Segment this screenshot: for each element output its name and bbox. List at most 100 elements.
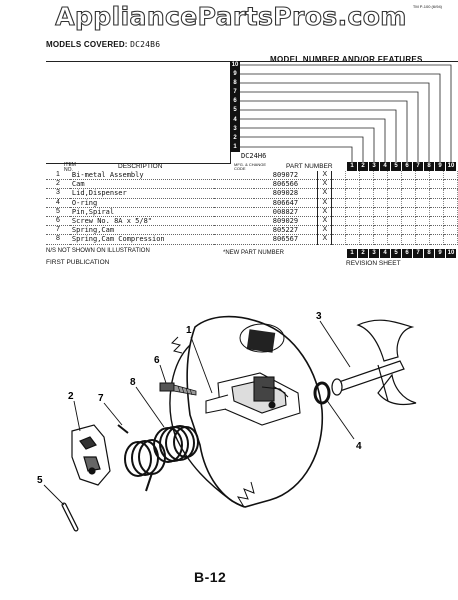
header-mfg-code: MFG. & CHANGE CODE — [234, 162, 267, 171]
table-row: 1 Bi-metal Assembly 809072 X — [46, 171, 458, 181]
model-line-1: DC24H6 — [241, 152, 267, 160]
column-number: 10 — [446, 249, 456, 258]
leader-lines — [43, 320, 355, 506]
models-covered: MODELS COVERED: DC24B6 — [46, 40, 160, 49]
first-publication: FIRST PUBLICATION — [46, 259, 110, 266]
part-description: Spring,Cam Compression — [69, 234, 214, 245]
models-covered-label: MODELS COVERED: — [46, 40, 128, 49]
column-number: 5 — [391, 162, 401, 171]
table-row: 5 Pin,Spiral 008827 X — [46, 207, 458, 217]
model-mark: X — [317, 225, 333, 236]
column-number: 1 — [347, 249, 357, 258]
model-slot: 4 — [230, 115, 240, 125]
callout-4: 4 — [356, 441, 362, 452]
column-number: 4 — [380, 249, 390, 258]
model-slot: 9 — [230, 70, 240, 80]
change-code — [213, 225, 254, 236]
model-slot: 7 — [230, 88, 240, 98]
change-code — [213, 216, 254, 227]
cam-compression-spring — [153, 425, 199, 463]
model-slot-stack: 10 9 8 7 6 5 4 3 2 1 — [230, 61, 240, 152]
column-number: 7 — [413, 249, 423, 258]
item-number: 2 — [46, 179, 70, 190]
change-code — [213, 179, 254, 190]
column-number: 2 — [358, 249, 368, 258]
column-number: 9 — [435, 162, 445, 171]
header-description: DESCRIPTION — [118, 163, 163, 170]
model-slot: 2 — [230, 133, 240, 143]
cam-spring — [117, 424, 166, 492]
model-mark: X — [317, 179, 333, 190]
cam — [71, 424, 111, 486]
callout-2: 2 — [68, 391, 74, 402]
form-id: TM P-100 (6/94) — [412, 4, 442, 9]
model-mark: X — [317, 171, 333, 181]
model-slot: 1 — [230, 142, 240, 152]
model-slot: 10 — [230, 61, 240, 71]
table-row: 4 O-ring 806647 X — [46, 198, 458, 208]
features-heading: MODEL NUMBER AND/OR FEATURES — [270, 55, 423, 64]
table-row: 3 Lid,Dispenser 809028 X — [46, 188, 458, 199]
column-number: 9 — [435, 249, 445, 258]
model-mark: X — [317, 188, 333, 199]
models-covered-value: DC24B6 — [130, 40, 161, 49]
model-slot: 3 — [230, 124, 240, 134]
item-number: 4 — [46, 198, 70, 208]
callout-5: 5 — [37, 475, 43, 486]
part-number: 008827 — [253, 207, 318, 217]
part-number: 809028 — [253, 188, 318, 199]
column-number: 7 — [413, 162, 423, 171]
watermark: AppliancePartsPros.com — [55, 1, 407, 31]
part-number: 809072 — [253, 171, 318, 181]
o-ring — [313, 381, 331, 405]
callout-8: 8 — [130, 377, 136, 388]
column-number: 2 — [358, 162, 368, 171]
model-mark: X — [317, 207, 333, 217]
slot-connectors — [240, 64, 452, 162]
item-number: 3 — [46, 188, 70, 199]
callout-7: 7 — [98, 393, 104, 404]
column-number: 1 — [347, 162, 357, 171]
bi-metal-assembly — [205, 372, 301, 426]
column-number: 8 — [424, 249, 434, 258]
column-number: 8 — [424, 162, 434, 171]
part-number: 806647 — [253, 198, 318, 208]
item-number: 7 — [46, 225, 70, 236]
parts-sheet — [46, 61, 458, 258]
item-number: 5 — [46, 207, 70, 217]
model-mark: X — [317, 234, 333, 245]
model-slot: 8 — [230, 79, 240, 89]
column-number: 3 — [369, 249, 379, 258]
model-slot: 6 — [230, 97, 240, 107]
callout-1: 1 — [186, 325, 192, 336]
column-number: 5 — [391, 249, 401, 258]
part-description: Screw No. 8A x 5/8" — [69, 216, 214, 227]
part-number: 805227 — [253, 225, 318, 236]
column-number: 3 — [369, 162, 379, 171]
item-number: 1 — [46, 171, 70, 181]
column-number: 10 — [446, 162, 456, 171]
parts-table: 1 Bi-metal Assembly 809072 X 2 Cam 80656… — [46, 171, 458, 245]
part-number: 806566 — [253, 179, 318, 190]
part-description: O-ring — [69, 198, 214, 208]
table-row: 8 Spring,Cam Compression 806567 X — [46, 234, 458, 245]
part-description: Lid,Dispenser — [69, 188, 214, 199]
part-number: 809029 — [253, 216, 318, 227]
column-number: 6 — [402, 249, 412, 258]
table-row: 7 Spring,Cam 805227 X — [46, 225, 458, 236]
header-item: ITEM NO. — [64, 162, 76, 173]
note-new-part: *NEW PART NUMBER — [223, 250, 285, 256]
note-not-shown: N/S NOT SHOWN ON ILLUSTRATION — [46, 248, 150, 254]
callout-3: 3 — [316, 311, 322, 322]
part-description: Bi-metal Assembly — [69, 171, 214, 181]
item-number: 6 — [46, 216, 70, 227]
revision-sheet: REVISION SHEET — [346, 260, 401, 267]
part-description: Cam — [69, 179, 214, 190]
header-part-number: PART NUMBER — [286, 163, 333, 170]
exploded-parts-diagram: 1 2 3 4 5 6 7 8 — [37, 311, 417, 532]
table-row: 6 Screw No. 8A x 5/8" 809029 X — [46, 216, 458, 227]
change-code — [213, 188, 254, 199]
change-code — [213, 171, 254, 181]
page-number: B-12 — [194, 569, 227, 585]
item-number: 8 — [46, 234, 70, 245]
